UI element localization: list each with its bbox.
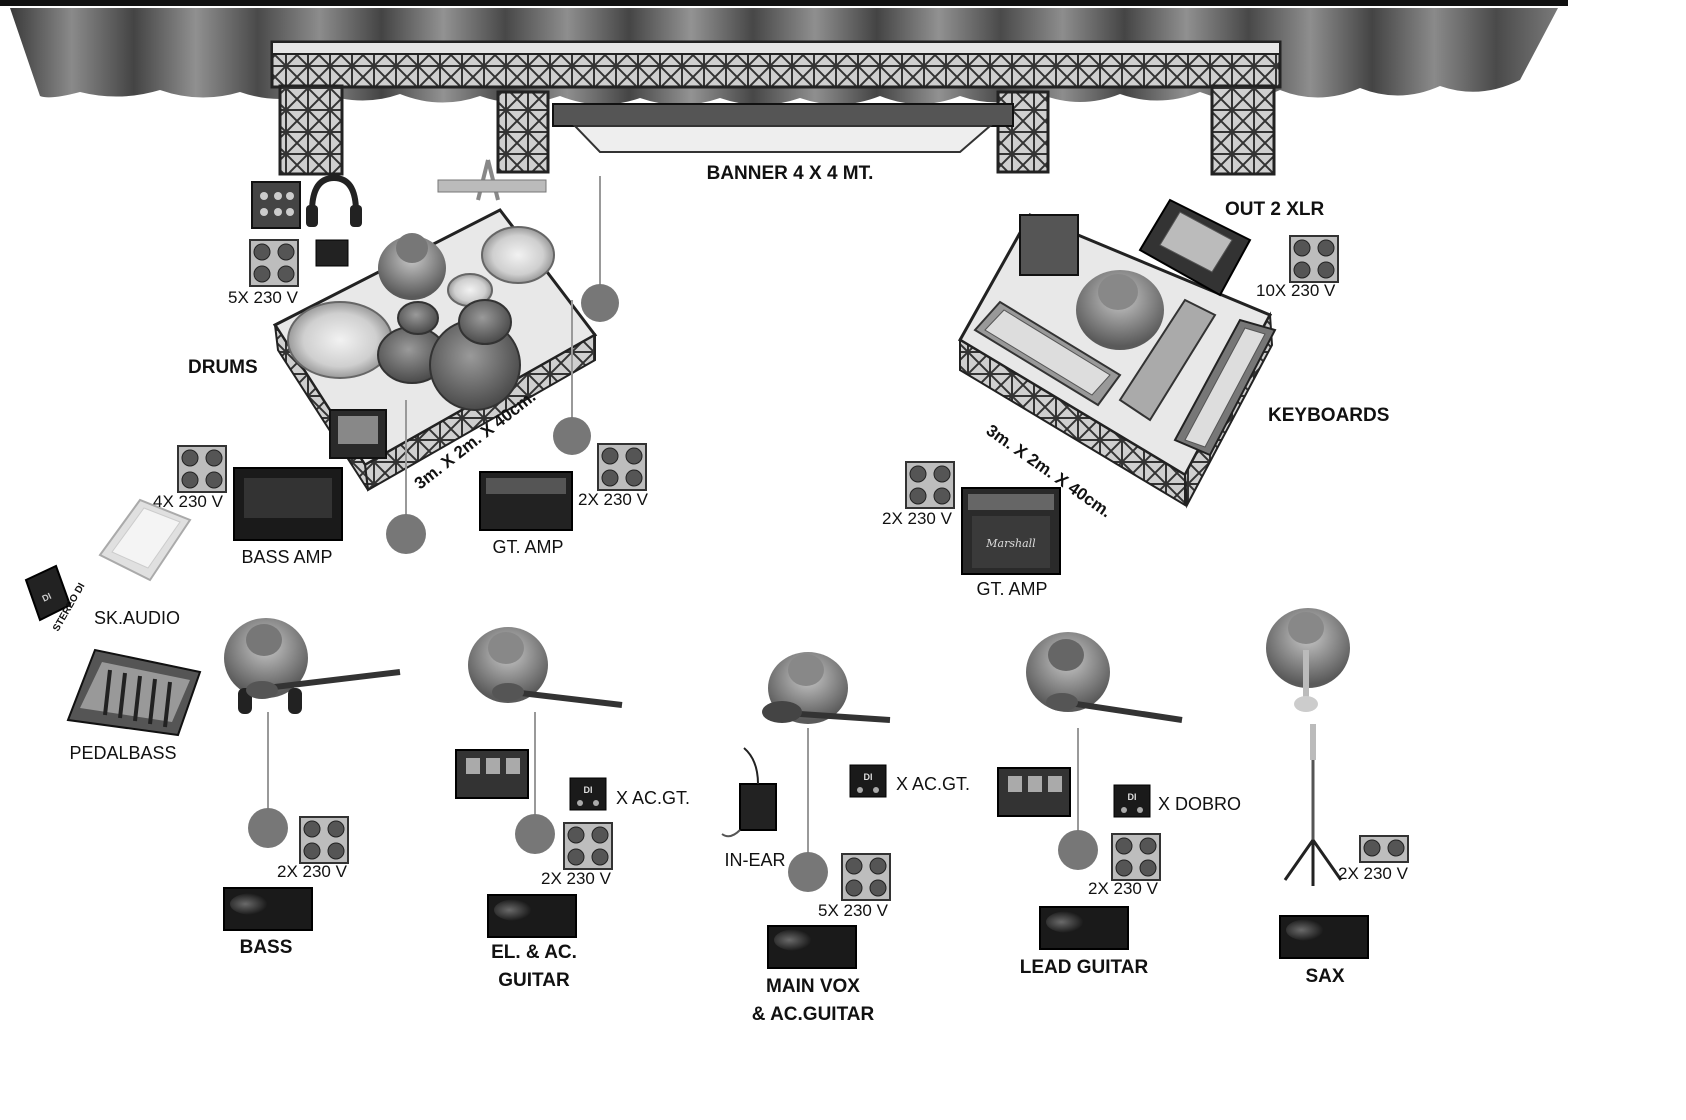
power-label-drums: 5X 230 V [228, 288, 299, 307]
keyboards [973, 298, 1277, 457]
pedalbass [66, 648, 202, 737]
di-box-ac-gt-2: DI [849, 764, 887, 798]
keyboards-label: KEYBOARDS [1268, 405, 1389, 426]
position-el-ac-line1: EL. & AC. [491, 942, 577, 963]
position-main-vox-line2: & AC.GUITAR [752, 1004, 875, 1025]
di-box-ac-gt-1: DI [569, 777, 607, 811]
wedge-sax [1279, 915, 1369, 959]
ac-gt-label-1: X AC.GT. [616, 788, 690, 808]
sk-audio-label: SK.AUDIO [94, 608, 180, 628]
banner [552, 103, 1014, 153]
di-box-dobro-mark: DI [1128, 792, 1137, 802]
power-outlet-gt-amp-left [597, 443, 647, 491]
power-outlet-bass [299, 816, 349, 864]
di-box-ac-gt-2-mark: DI [864, 772, 873, 782]
keyboard-player [1076, 270, 1164, 350]
power-outlet-main-vox [841, 853, 891, 901]
power-outlet-keys [1289, 235, 1339, 283]
pedalbass-label: PEDALBASS [69, 743, 176, 763]
headphones-icon [306, 174, 362, 227]
gt-amp-left-label: GT. AMP [492, 537, 563, 557]
position-main-vox-line1: MAIN VOX [766, 976, 860, 997]
lead-guitar-player [1026, 632, 1183, 870]
power-label-sax: 2X 230 V [1338, 864, 1409, 883]
sax-player [1266, 608, 1350, 712]
stereo-di-box-mark: DI [41, 591, 53, 604]
marshall-logo: Marshall [985, 537, 1036, 550]
pedalboard-left [455, 749, 529, 799]
drum-mixer [251, 181, 301, 229]
power-outlet-sax [1359, 835, 1409, 863]
power-label-gt-amp-right: 2X 230 V [882, 509, 953, 528]
banner-label: BANNER 4 X 4 MT. [707, 163, 874, 184]
guitar-amp-left [479, 471, 573, 531]
wedge-main-vox [767, 925, 857, 969]
position-bass: BASS [240, 937, 293, 958]
drum-mic-stands [386, 176, 619, 554]
position-sax: SAX [1305, 966, 1344, 987]
sax-mic-stand [1283, 724, 1343, 886]
wedge-el-ac [487, 894, 577, 938]
out-xlr-label: OUT 2 XLR [1225, 199, 1325, 220]
power-label-el-guitar: 2X 230 V [541, 869, 612, 888]
el-ac-guitar-player [468, 627, 623, 854]
gt-amp-right-label: GT. AMP [976, 579, 1047, 599]
drummer [378, 233, 446, 300]
power-label-bass-amp: 4X 230 V [153, 492, 224, 511]
bass-amp-label: BASS AMP [241, 547, 332, 567]
drum-kit [287, 159, 555, 459]
bass-player [224, 618, 401, 848]
main-vox-player [762, 652, 891, 892]
stage-plot: BANNER 4 X 4 MT. DRUMS 3m. X 2m. X 40cm. [0, 0, 1568, 1025]
drums-label: DRUMS [188, 357, 258, 378]
dobro-label: X DOBRO [1158, 794, 1241, 814]
power-label-main-vox: 5X 230 V [818, 901, 889, 920]
guitar-amp-marshall: Marshall [961, 487, 1061, 575]
in-ear-label: IN-EAR [724, 850, 785, 870]
power-label-bass: 2X 230 V [277, 862, 348, 881]
in-ear-pack [721, 747, 777, 838]
power-outlet-drums [249, 239, 299, 287]
power-outlet-lead-guitar [1111, 833, 1161, 881]
bass-amp [233, 467, 343, 541]
top-rule [0, 0, 1568, 6]
position-el-ac-line2: GUITAR [498, 970, 570, 991]
di-box-dobro: DI [1113, 784, 1151, 818]
power-label-gt-amp-left: 2X 230 V [578, 490, 649, 509]
laptop [98, 498, 192, 582]
keyboard-monitor [1019, 214, 1079, 276]
lighting-truss [270, 40, 1282, 176]
wedge-bass [223, 887, 313, 931]
stereo-di-box: DI [24, 564, 72, 622]
power-label-keys: 10X 230 V [1256, 281, 1336, 300]
pedalboard-right [997, 767, 1071, 817]
keyboard-rack [1138, 198, 1252, 297]
power-outlet-bass-amp [177, 445, 227, 493]
power-outlet-el-guitar [563, 822, 613, 870]
di-box-ac-gt-1-mark: DI [584, 785, 593, 795]
position-lead-guitar: LEAD GUITAR [1020, 957, 1149, 978]
ac-gt-label-2: X AC.GT. [896, 774, 970, 794]
headphone-amp [315, 239, 349, 267]
wedge-lead-guitar [1039, 906, 1129, 950]
power-label-lead-guitar: 2X 230 V [1088, 879, 1159, 898]
power-outlet-gt-amp-right [905, 461, 955, 509]
